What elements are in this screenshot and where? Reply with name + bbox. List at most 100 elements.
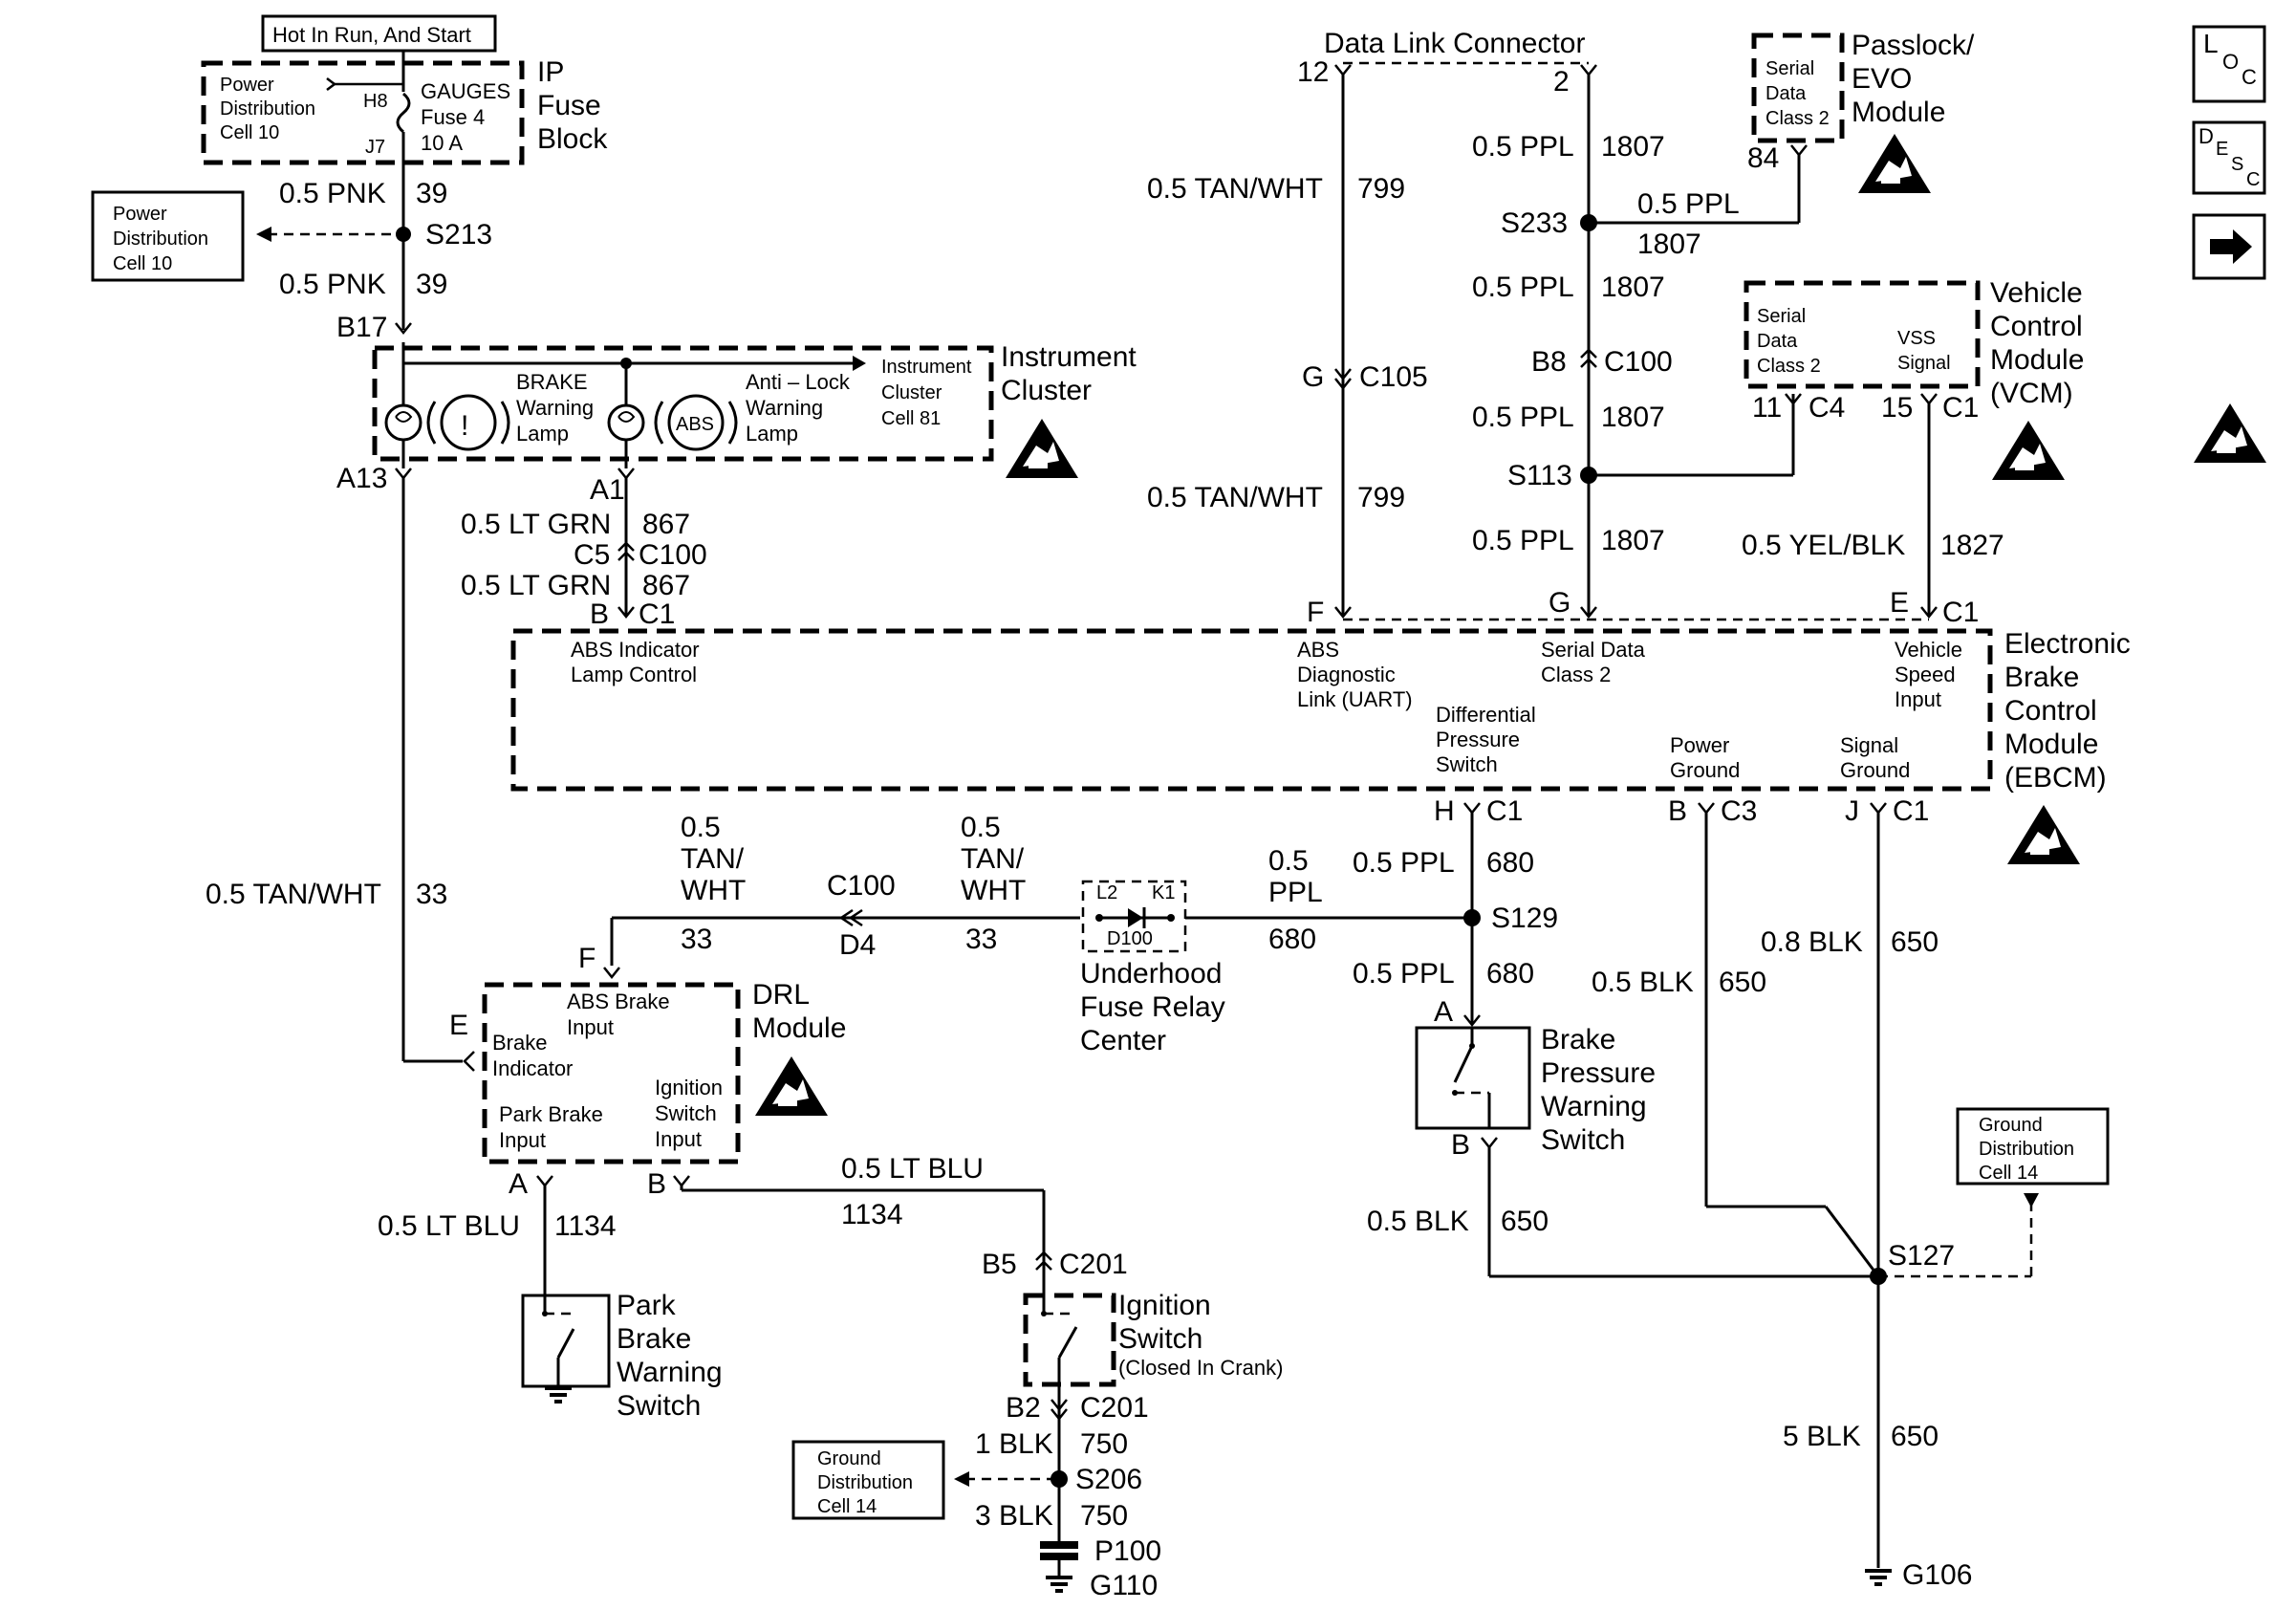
vcm-pin-label: Class 2 [1757, 356, 1821, 377]
diode-label: D100 [1107, 928, 1153, 949]
ebcm-box [510, 628, 1993, 792]
pressure-switch-title: Brake [1541, 1024, 1615, 1055]
passlock-box [1751, 33, 1845, 143]
loc-letter: O [2222, 50, 2239, 74]
connector-pin: E [1890, 587, 1909, 619]
relay-center-label: Underhood [1080, 958, 1222, 990]
ebcm-pin-label: Serial Data [1541, 638, 1646, 662]
brake-lamp-label: Warning [516, 396, 594, 420]
fuse-pd-ref: Cell 10 [220, 122, 279, 143]
wire-circuit: 39 [416, 178, 447, 209]
connector-pin: 15 [1881, 392, 1913, 424]
ebcm-pin-label: Switch [1436, 752, 1498, 776]
wire-circuit: 799 [1357, 173, 1405, 205]
connector-pin: D4 [839, 929, 876, 961]
connector-pin: B [590, 598, 609, 630]
ebcm-title: Control [2004, 695, 2097, 727]
brake-symbol: ! [461, 410, 468, 442]
description-icon[interactable]: D E S C [2192, 120, 2266, 195]
ebcm-title: Electronic [2004, 628, 2131, 660]
passlock-pin-label: Serial [1765, 58, 1814, 79]
wire-gauge: 0.5 LT GRN [461, 509, 611, 540]
wire-circuit: 33 [416, 879, 447, 910]
connector-label: C100 [827, 870, 896, 902]
connector-label: P100 [1094, 1535, 1161, 1567]
relay-center-label: Fuse Relay [1080, 991, 1225, 1023]
connector-label: C1 [1486, 795, 1523, 827]
wire-circuit: 680 [1486, 958, 1534, 990]
s127-ground-ref-box [1956, 1107, 2110, 1186]
cluster-ref: Cluster [881, 382, 942, 403]
park-brake-title: Brake [617, 1323, 691, 1355]
pressure-switch-title: Switch [1541, 1124, 1625, 1156]
connector-pin: A [509, 1168, 528, 1200]
connector-pin: C5 [574, 539, 610, 571]
connector-pin: B [647, 1168, 666, 1200]
vcm-pin-label: Serial [1757, 306, 1806, 327]
next-page-arrow-icon[interactable] [2192, 213, 2266, 280]
fuse-block-title: IP [537, 56, 564, 88]
p100-connector-icon [1040, 1541, 1078, 1560]
ebcm-pin-label: Signal [1840, 733, 1898, 757]
wire-gauge: 0.5 BLK [1367, 1206, 1469, 1237]
wire-circuit: 680 [1486, 847, 1534, 879]
wire-gauge: 0.5 LT GRN [461, 570, 611, 601]
ground-ref: Ground [817, 1448, 881, 1469]
esd-warning-icon [2007, 805, 2080, 864]
ground-ref: Distribution [817, 1472, 913, 1493]
ground-icon [543, 1386, 574, 1403]
drl-title: DRL [752, 979, 810, 1011]
ebcm-pin-label: Ground [1670, 758, 1740, 782]
loc-letter: L [2203, 29, 2219, 58]
ignition-note: (Closed In Crank) [1118, 1356, 1283, 1380]
connector-label: C1 [1942, 597, 1979, 628]
passlock-title: Module [1852, 97, 1945, 128]
esd-warning-icon [1006, 419, 1078, 478]
connector-pin: B [1668, 795, 1687, 827]
wire-gauge: 0.5 PPL [1353, 958, 1455, 990]
pressure-switch-title: Warning [1541, 1091, 1647, 1122]
wire-gauge: 0.5 TAN/WHT [206, 879, 381, 910]
connector-pin: J [1845, 795, 1859, 827]
vcm-pin-label: Signal [1897, 353, 1951, 374]
location-icon[interactable]: L O C [2192, 25, 2266, 103]
wire-circuit: 39 [416, 269, 447, 300]
connector-pin: B5 [982, 1249, 1017, 1280]
park-brake-title: Switch [617, 1390, 701, 1422]
wire-gauge: TAN/ [961, 843, 1025, 875]
splice-s206 [1051, 1470, 1068, 1488]
ebcm-pin-label: ABS [1297, 638, 1339, 662]
relay-pin: K1 [1152, 882, 1175, 903]
diode-icon [1128, 908, 1143, 927]
wire-circuit: 1807 [1601, 525, 1665, 556]
connector-pin: 11 [1752, 392, 1782, 424]
connector-label: C100 [639, 539, 707, 571]
drl-pin-label: Ignition [655, 1076, 723, 1099]
fuse-pd-ref: Power [220, 75, 274, 96]
brake-warning-symbol-icon: ! [426, 394, 510, 451]
connector-pin: H [1434, 795, 1455, 827]
wire-circuit: 750 [1080, 1428, 1128, 1460]
splice-label: S127 [1888, 1240, 1955, 1272]
ground-icon [1044, 1576, 1074, 1593]
ebcm-pin-label: Lamp Control [571, 663, 697, 686]
wire-gauge: 0.5 TAN/WHT [1147, 173, 1323, 205]
vcm-title: Control [1990, 311, 2083, 342]
wire-gauge: 0.5 BLK [1592, 967, 1694, 998]
cluster-title: Instrument [1001, 341, 1137, 373]
connector-pin: B2 [1006, 1392, 1041, 1424]
ebcm-pin-label: Class 2 [1541, 663, 1611, 686]
ignition-switch-icon [1041, 1272, 1078, 1384]
fuse-pin: J7 [365, 137, 385, 158]
wire-gauge: 0.5 PPL [1472, 525, 1574, 556]
connector-pin: F [1307, 597, 1324, 628]
s206-ground-ref-box [791, 1440, 945, 1520]
drl-pin-label: Input [567, 1015, 614, 1039]
abs-lamp-label: Anti – Lock [746, 370, 851, 394]
wire-gauge: 0.5 PPL [1472, 272, 1574, 303]
connector-pin: G [1302, 361, 1324, 393]
wire-circuit: 650 [1891, 926, 1939, 958]
fuse-label: 10 A [421, 131, 463, 155]
drl-pin-label: Park Brake [499, 1102, 603, 1126]
